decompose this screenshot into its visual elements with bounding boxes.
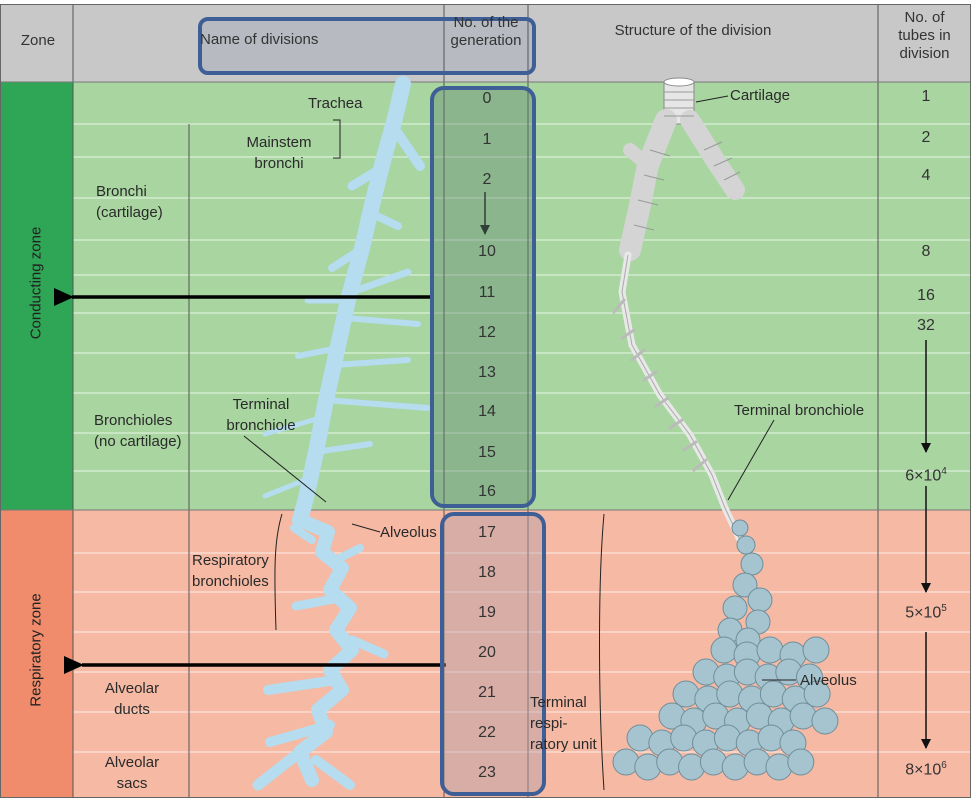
label-terminal-bronchiole-line1: Terminal xyxy=(233,396,290,413)
alveolus-circle xyxy=(711,637,737,663)
generation-number: 1 xyxy=(448,131,526,149)
generation-number: 18 xyxy=(448,564,526,582)
header-tubes-line3: division xyxy=(899,45,949,62)
label-terminal-respiratory-unit: Terminal respi- ratory unit xyxy=(530,692,597,755)
tube-count-base: 6×10 xyxy=(905,467,941,484)
generation-number: 11 xyxy=(448,284,526,302)
generation-number: 21 xyxy=(448,684,526,702)
header-zone: Zone xyxy=(8,32,68,50)
label-respiratory-bronchioles-line2: bronchioles xyxy=(192,573,269,590)
generation-number: 14 xyxy=(448,403,526,421)
header-tubes-line1: No. of xyxy=(904,9,944,26)
alveolus-circle xyxy=(732,520,748,536)
tube-count: 8 xyxy=(880,243,971,261)
label-mainstem-line1: Mainstem xyxy=(246,134,311,151)
generation-number: 10 xyxy=(448,243,526,261)
label-cartilage: Cartilage xyxy=(730,85,790,106)
generation-number: 16 xyxy=(448,483,526,501)
tube-count: 4 xyxy=(880,167,971,185)
label-respiratory-bronchioles-line1: Respiratory xyxy=(192,552,269,569)
tube-count-8x10-6: 8×106 xyxy=(880,760,971,779)
tube-count-base: 5×10 xyxy=(905,604,941,621)
label-bronchioles: Bronchioles (no cartilage) xyxy=(94,410,182,452)
alveolus-circle xyxy=(741,553,763,575)
alveolus-circle xyxy=(788,749,814,775)
generation-number: 12 xyxy=(448,324,526,342)
tube-count: 16 xyxy=(880,287,971,305)
alveolus-circle xyxy=(723,596,747,620)
alveolus-circle xyxy=(812,708,838,734)
tube-count-exponent: 4 xyxy=(941,466,947,477)
header-tubes: No. of tubes in division xyxy=(878,9,971,63)
label-respiratory-bronchioles: Respiratory bronchioles xyxy=(192,550,269,592)
alveolus-circle xyxy=(757,637,783,663)
generation-number: 19 xyxy=(448,604,526,622)
conducting-zone-label: Conducting zone xyxy=(28,227,45,340)
label-alveolar-sacs-line1: Alveolar xyxy=(105,754,159,771)
label-bronchi-line2: (cartilage) xyxy=(96,204,163,221)
tube-count-exponent: 5 xyxy=(941,603,947,614)
generation-number: 13 xyxy=(448,364,526,382)
label-terminal-unit-line2: respi- xyxy=(530,715,568,732)
label-terminal-bronchiole-line2: bronchiole xyxy=(226,417,295,434)
generation-number: 20 xyxy=(448,644,526,662)
label-alveolar-sacs: Alveolar sacs xyxy=(92,752,172,794)
label-alveolar-sacs-line2: sacs xyxy=(117,775,148,792)
generation-number: 2 xyxy=(448,171,526,189)
header-generation: No. of the generation xyxy=(444,14,528,50)
label-alveolar-ducts-line2: ducts xyxy=(114,701,150,718)
tube-count: 2 xyxy=(880,129,971,147)
generation-number: 15 xyxy=(448,444,526,462)
header-generation-line2: generation xyxy=(451,32,522,49)
label-mainstem-line2: bronchi xyxy=(254,155,303,172)
generation-number: 0 xyxy=(448,90,526,108)
label-terminal-bronchiole: Terminal bronchiole xyxy=(216,394,306,436)
generation-number: 17 xyxy=(448,524,526,542)
label-terminal-bronchiole-structure: Terminal bronchiole xyxy=(734,400,864,421)
label-alveolar-ducts-line1: Alveolar xyxy=(105,680,159,697)
header-generation-line1: No. of the xyxy=(453,14,518,31)
header-tubes-line2: tubes in xyxy=(898,27,951,44)
label-terminal-unit-line3: ratory unit xyxy=(530,736,597,753)
respiratory-zone-label: Respiratory zone xyxy=(28,593,45,706)
tube-count-6x10-4: 6×104 xyxy=(880,466,971,485)
label-bronchi-line1: Bronchi xyxy=(96,183,147,200)
label-alveolus-structure: Alveolus xyxy=(800,670,857,691)
header-structure: Structure of the division xyxy=(560,22,826,40)
label-alveolus-tree: Alveolus xyxy=(380,522,437,543)
alveolus-circle xyxy=(737,536,755,554)
label-mainstem-bronchi: Mainstem bronchi xyxy=(234,132,324,174)
tube-count-5x10-5: 5×105 xyxy=(880,603,971,622)
label-bronchi: Bronchi (cartilage) xyxy=(96,181,163,223)
header-name-of-divisions: Name of divisions xyxy=(200,31,326,49)
tube-count-base: 8×10 xyxy=(905,761,941,778)
alveolus-circle xyxy=(748,588,772,612)
label-terminal-unit-line1: Terminal xyxy=(530,694,587,711)
tube-count: 32 xyxy=(880,317,971,335)
label-trachea: Trachea xyxy=(308,93,362,114)
tube-count-exponent: 6 xyxy=(941,760,947,771)
label-bronchioles-line1: Bronchioles xyxy=(94,412,172,429)
label-bronchioles-line2: (no cartilage) xyxy=(94,433,182,450)
tube-count: 1 xyxy=(880,88,971,106)
generation-number: 23 xyxy=(448,764,526,782)
label-alveolar-ducts: Alveolar ducts xyxy=(92,678,172,720)
alveolus-circle xyxy=(803,637,829,663)
generation-number: 22 xyxy=(448,724,526,742)
